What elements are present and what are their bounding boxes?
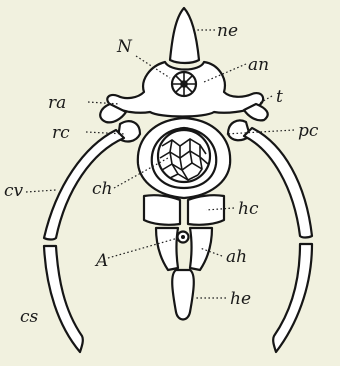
label-ch: ch [92,179,112,199]
label-he: he [230,289,251,309]
neural-spine [170,8,199,63]
label-cv: cv [4,181,24,201]
label-rc: rc [52,123,70,143]
rib-sternal-left [44,246,83,352]
haemal-arch-right [190,228,212,270]
label-A: A [94,251,108,271]
label-ra: ra [48,93,66,113]
label-hc: hc [238,199,259,219]
hypocentrum-left [144,195,180,225]
rib-vertebral-right [244,128,312,238]
label-cs: cs [20,307,39,327]
label-pc: pc [298,121,319,141]
rib-sternal-right [273,244,312,352]
label-ah: ah [226,247,247,267]
label-an: an [248,55,269,75]
spinal-cord-pattern [173,73,195,95]
haemal-arch-left [156,228,178,270]
haemal-spine [172,270,194,320]
artery-lumen [181,235,185,239]
notochord [158,130,210,182]
label-ne: ne [217,21,238,41]
label-N: N [116,37,133,57]
label-t: t [276,87,283,107]
